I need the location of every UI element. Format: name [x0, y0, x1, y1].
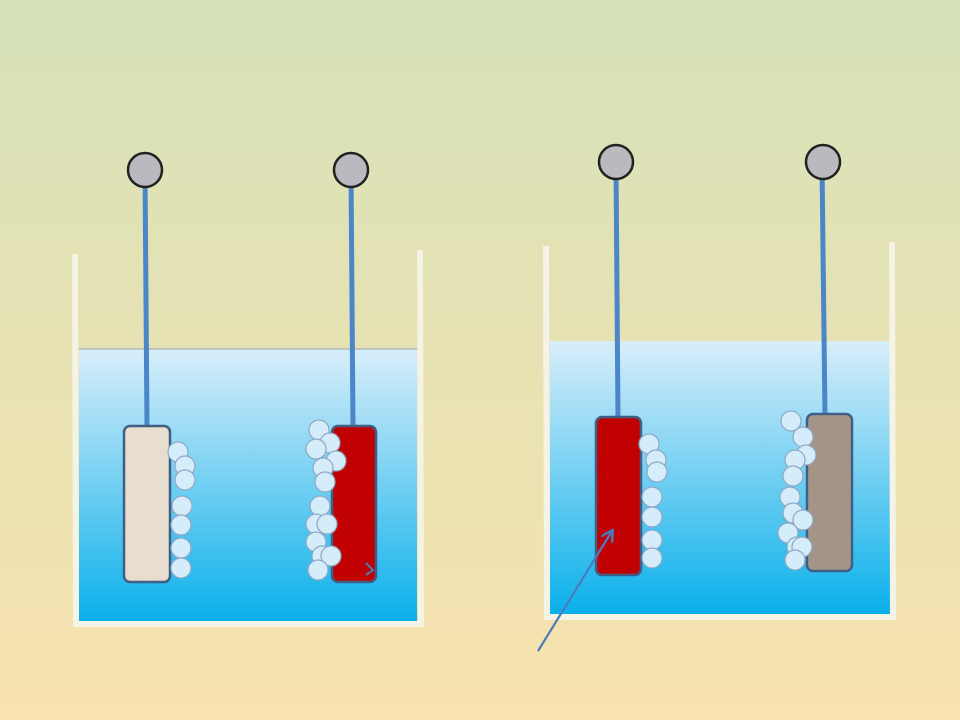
- gas-bubble-icon: [305, 438, 327, 460]
- gas-bubble-icon: [641, 486, 663, 508]
- gas-bubble-icon: [316, 513, 338, 535]
- right-cell-porous-electrode-bubbles: [777, 410, 817, 571]
- right-cell-porous-texture: [809, 416, 850, 569]
- left-cell-anode-texture: [126, 428, 168, 580]
- left-cell-cathode-bubbles: [305, 419, 347, 581]
- gas-bubble-icon: [641, 529, 663, 551]
- right-cell: [543, 143, 897, 620]
- pointer-arrow-icon: [365, 562, 375, 576]
- gas-bubble-icon: [170, 514, 192, 536]
- terminal-circle-icon: [126, 151, 164, 189]
- left-cell: [72, 151, 425, 627]
- left-cell-anode-wire: [142, 171, 150, 429]
- gas-bubble-icon: [792, 509, 814, 531]
- right-cell-beaker: [543, 241, 897, 620]
- left-cell-beaker: [72, 249, 425, 627]
- right-cell-red-electrode: [594, 415, 643, 577]
- gas-bubble-icon: [171, 495, 193, 517]
- gas-bubble-icon: [646, 461, 668, 483]
- right-cell-red-electrode-wire: [613, 164, 621, 421]
- gas-bubble-icon: [792, 426, 814, 448]
- gas-bubble-icon: [309, 495, 331, 517]
- gas-bubble-icon: [174, 469, 196, 491]
- terminal-circle-icon: [332, 151, 370, 189]
- gas-bubble-icon: [307, 559, 329, 581]
- right-cell-red-electrode-bubbles: [638, 433, 668, 569]
- gas-bubble-icon: [641, 506, 663, 528]
- left-cell-cathode-wire: [348, 171, 356, 429]
- left-cell-anode-bubbles: [167, 441, 196, 579]
- gas-bubble-icon: [170, 557, 192, 579]
- gas-bubble-icon: [641, 547, 663, 569]
- gas-bubble-icon: [784, 549, 806, 571]
- terminal-circle-icon: [804, 143, 842, 181]
- right-cell-porous-electrode-wire: [819, 164, 828, 417]
- pointer-arrow-icon: [537, 531, 612, 652]
- gas-bubble-icon: [780, 410, 802, 432]
- gas-bubble-icon: [170, 537, 192, 559]
- gas-bubble-icon: [782, 465, 804, 487]
- gas-bubble-icon: [314, 471, 336, 493]
- gas-bubble-icon: [320, 545, 342, 567]
- terminal-circle-icon: [597, 143, 635, 181]
